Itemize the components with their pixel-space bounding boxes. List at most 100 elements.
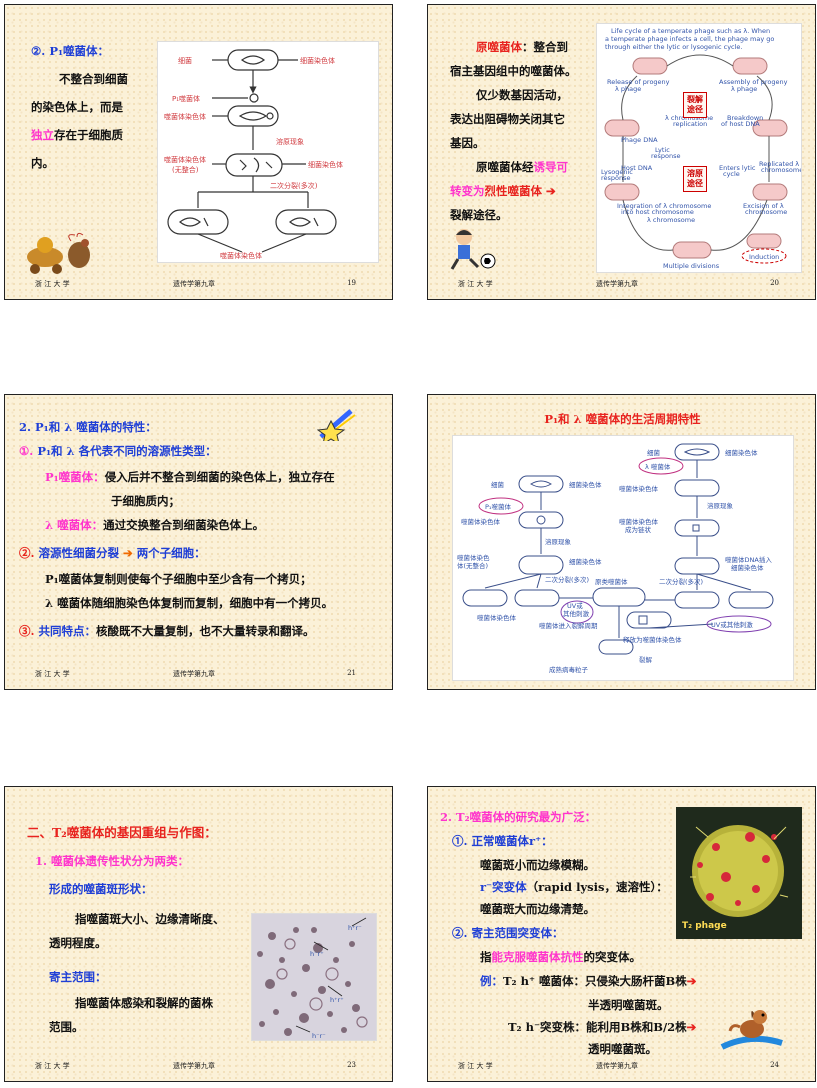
figure-label: Assembly of progeny <box>719 78 788 86</box>
figure-label: 噬菌体进入裂解周期 <box>539 621 598 630</box>
figure-label: 其他刺激 <box>563 609 590 618</box>
figure-label: 溶原现象 <box>545 537 572 546</box>
shooting-star-icon <box>317 409 356 441</box>
figure-label: into host chromosome <box>621 208 694 216</box>
figure-label: 细菌染色体 <box>569 557 602 566</box>
footer-school: 浙 江 大 学 <box>35 670 70 678</box>
page-number: 23 <box>347 1061 356 1069</box>
body-text: 噬菌斑大而边缘清楚。 <box>480 902 595 916</box>
figure-label: λ chromosome <box>665 114 713 122</box>
photo-label: h⁻r⁺ <box>310 950 324 958</box>
figure-label: 二次分裂(多次) <box>659 577 703 586</box>
boy-soccer-icon <box>450 229 496 270</box>
figure-label: 二次分裂(多次) <box>270 181 318 190</box>
highlight-text: 共同特点： <box>38 624 97 638</box>
figure-label: 细菌 <box>491 480 505 489</box>
body-text: 的突变体。 <box>583 950 642 964</box>
highlight-text: λ 噬菌体： <box>45 518 104 532</box>
body-text: 指能克服噬菌体抗性的突变体。 <box>480 947 641 967</box>
body-text: 的染色体上，而是 <box>31 100 123 114</box>
figure-label: 体(无整合) <box>457 561 488 570</box>
body-text: 原噬菌体：整合到 <box>476 37 568 57</box>
body-text: 转变为烈性噬菌体 ➔ <box>450 181 556 201</box>
highlight-text: P₁和 λ 各代表不同的溶源性类型： <box>37 444 217 458</box>
figure-label: 细菌 <box>178 56 192 65</box>
figure-label: response <box>601 174 631 182</box>
footer-school: 浙 江 大 学 <box>458 1062 493 1070</box>
page-number: 21 <box>347 669 356 677</box>
highlight-text: 正常噬菌体r⁺： <box>471 834 553 848</box>
body-text: 内。 <box>31 156 54 170</box>
figure-label: 噬菌体染色体 <box>619 517 659 526</box>
body-text: 表达出阻碍物关闭其它 <box>450 112 565 126</box>
figure-label: chromosome <box>745 208 787 216</box>
page-number: 20 <box>770 279 779 287</box>
slide-footer: 浙 江 大 学 遗传学第九章 20 <box>428 279 815 291</box>
body-text: P₁噬菌体复制则使每个子细胞中至少含有一个拷贝； <box>45 572 312 586</box>
slide-20: 原噬菌体：整合到 宿主基因组中的噬菌体。 仅少数基因活动， 表达出阻碍物关闭其它… <box>427 4 816 300</box>
badge-text: 裂解 <box>687 95 703 104</box>
highlight-text: 诱导可 <box>533 160 569 174</box>
figure-label: 噬菌体染色体 <box>164 155 206 164</box>
badge-text: 溶原 <box>687 169 703 178</box>
body-text: 仅少数基因活动， <box>476 88 568 102</box>
photo-label: h⁻r⁻ <box>312 1032 326 1040</box>
figure-label: 细菌染色体 <box>725 448 758 457</box>
slide-24: 2. T₂噬菌体的研究最为广泛： ①. 正常噬菌体r⁺： 噬菌斑小而边缘模糊。 … <box>427 786 816 1082</box>
figure-label: Host DNA <box>621 164 653 172</box>
highlight-text: 独立 <box>31 128 54 142</box>
arrow-icon: ➔ <box>686 974 697 988</box>
bullet-number: ①. <box>19 444 38 458</box>
slide-heading: 2. P₁和 λ 噬菌体的特性： <box>19 420 157 434</box>
figure-label: Integration of λ chromosome <box>617 202 711 210</box>
figure-label: Multiple divisions <box>663 262 720 270</box>
highlight-text: r⁻突变体 <box>480 880 527 894</box>
body-text: 核酸既不大量复制，也不大量转录和翻译。 <box>96 624 315 638</box>
body-text: T₂ h⁺ 噬菌体：只侵染大肠杆菌B株 <box>503 974 687 988</box>
figure-label: 噬菌体染色体 <box>220 251 262 260</box>
body-text: ：整合到 <box>522 40 568 54</box>
slide-22: P₁和 λ 噬菌体的生活周期特性 细 <box>427 394 816 690</box>
arrow-icon: ➔ <box>686 1020 697 1034</box>
highlight-text: 原噬菌体 <box>476 40 522 54</box>
body-text: 存在于细胞质 <box>54 128 123 142</box>
lysogenic-pathway-badge: 溶原途径 <box>683 166 707 192</box>
lytic-pathway-badge: 裂解途径 <box>683 92 707 118</box>
figure-label: chromosome <box>761 166 801 174</box>
figure-label: 细菌染色体 <box>731 563 764 572</box>
figure-label: 释放为噬菌体染色体 <box>623 635 682 644</box>
figure-label: λ phage <box>615 85 641 93</box>
body-text: 通过交换整合到细菌染色体上。 <box>103 518 265 532</box>
figure-label: 噬菌体染色体 <box>461 517 501 526</box>
figure-label: Lytic <box>655 146 670 154</box>
body-text: T₂ h⁻突变株：能利用B株和B/2株 <box>508 1020 687 1034</box>
figure-label: 细菌 <box>647 448 661 457</box>
lambda-lifecycle-figure: Life cycle of a temperate phage such as … <box>596 23 802 273</box>
section-heading: 寄主范围： <box>49 970 107 984</box>
slide-footer: 浙 江 大 学 遗传学第九章 21 <box>5 669 392 681</box>
footer-school: 浙 江 大 学 <box>458 280 493 288</box>
figure-label: λ 噬菌体 <box>645 462 671 471</box>
highlight-text: 能克服噬菌体抗性 <box>491 950 584 964</box>
body-text: 侵入后并不整合到细菌的染色体上，独立存在 <box>104 470 335 484</box>
footer-chapter: 遗传学第九章 <box>173 670 215 678</box>
figure-label: 噬菌体染色体 <box>619 484 659 493</box>
figure-label: λ phage <box>731 85 757 93</box>
figure-label: response <box>651 152 681 160</box>
figure-label: replication <box>673 120 707 128</box>
figure-label: Breakdown <box>727 114 763 122</box>
body-text: 噬菌斑小而边缘模糊。 <box>480 858 595 872</box>
photo-caption: T₂ phage <box>682 921 727 931</box>
body-text: 宿主基因组中的噬菌体。 <box>450 64 577 78</box>
bullet-number: ②. <box>19 546 39 560</box>
badge-text: 途径 <box>687 105 703 114</box>
highlight-text: 溶源性细菌分裂 <box>38 546 120 560</box>
figure-label: 细菌染色体 <box>308 160 343 169</box>
figure-label: λ chromosome <box>647 216 695 224</box>
p1-lambda-lifecycle-figure: 细菌 细菌染色体 P₁噬菌体 噬菌体染色体 溶原现象 噬菌体染色 体(无整合) … <box>452 435 794 681</box>
highlight-text: P₁噬菌体： <box>45 470 105 484</box>
highlight-text: 例： <box>480 974 503 988</box>
body-text: 不整合到细菌 <box>59 72 128 86</box>
body-text: 例：T₂ h⁺ 噬菌体：只侵染大肠杆菌B株➔ <box>480 971 696 991</box>
body-text: ②. 寄主范围突变体： <box>452 923 564 943</box>
